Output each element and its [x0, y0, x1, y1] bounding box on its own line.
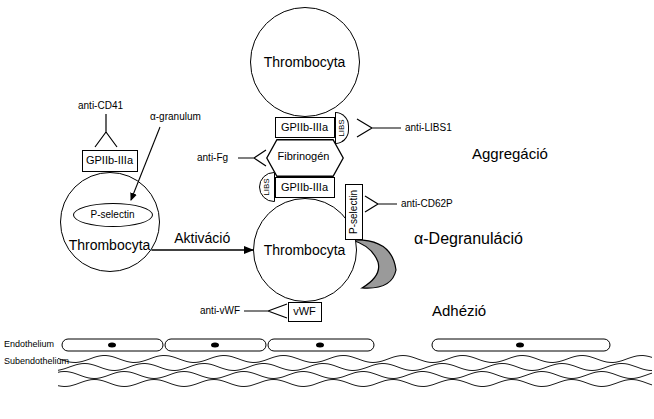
layer-label: Subendothelium	[4, 357, 69, 366]
endothelial-cell	[432, 339, 610, 351]
receptor-box: GPIIb-IIIa	[275, 177, 335, 198]
node-label: Thrombocyta	[69, 238, 151, 252]
fibrinogen-hexagon: Fibrinogén	[266, 139, 344, 177]
antibody-label: anti-CD62P	[401, 199, 453, 209]
antibody-label: anti-LIBS1	[405, 123, 452, 133]
granule-ellipse: P-selectin	[73, 203, 153, 227]
nuclei	[108, 343, 524, 348]
antibody-label: anti-vWF	[200, 306, 240, 316]
endothelial-cell	[62, 339, 163, 351]
degranulation-crescent	[352, 240, 396, 288]
granule-label: α-granulum	[150, 112, 201, 122]
platelet-circle: Thrombocyta	[250, 7, 360, 117]
node-label: P-selectin	[349, 190, 359, 234]
platelet-circle: Thrombocyta P-selectin	[60, 172, 160, 272]
node-label: LIBS	[338, 119, 346, 136]
nucleus	[516, 343, 524, 348]
process-label: Aggregáció	[472, 146, 548, 161]
edge-label: Aktiváció	[174, 231, 230, 245]
antibody-symbol	[365, 196, 397, 212]
selectin-box: P-selectin	[345, 184, 363, 240]
activation-arrow	[151, 249, 253, 250]
antibody-symbol	[238, 150, 266, 166]
node-label: GPIIb-IIIa	[281, 182, 328, 193]
fibre-line	[58, 356, 652, 363]
node-label: GPIIb-IIIa	[281, 122, 328, 133]
fibre-line	[58, 364, 652, 371]
receptor-box: GPIIb-IIIa	[82, 150, 138, 172]
process-label: Adhézió	[432, 303, 486, 318]
libs-epitope: LIBS	[259, 172, 275, 202]
libs-epitope: LIBS	[335, 112, 349, 144]
antibody-label: anti-Fg	[197, 153, 228, 163]
vwf-box: vWF	[288, 302, 322, 322]
node-label: vWF	[293, 306, 316, 317]
node-label: P-selectin	[91, 210, 135, 220]
antibody-symbol	[244, 304, 287, 318]
node-label: GPIIb-IIIa	[86, 155, 133, 166]
endothelial-cell	[268, 339, 374, 351]
antibody-label: anti-CD41	[78, 101, 123, 111]
platelet-circle: Thrombocyta	[253, 198, 357, 302]
layer-label: Endothelium	[4, 340, 54, 349]
fibre-line	[58, 372, 652, 379]
nucleus	[211, 343, 219, 348]
nucleus	[316, 343, 324, 348]
endothelium-cells	[62, 339, 610, 351]
endothelial-cell	[165, 339, 266, 351]
process-label: α-Degranuláció	[414, 231, 523, 247]
fibre-line	[58, 380, 652, 387]
nucleus	[108, 343, 116, 348]
antibody-symbol	[357, 119, 401, 137]
node-label: Thrombocyta	[264, 55, 346, 69]
antibody-symbol	[95, 114, 117, 147]
subendothelium-fibres	[58, 356, 652, 387]
node-label: Fibrinogén	[278, 151, 330, 162]
node-label: Thrombocyta	[264, 243, 346, 257]
receptor-box: GPIIb-IIIa	[275, 117, 335, 138]
node-label: LIBS	[263, 178, 271, 195]
